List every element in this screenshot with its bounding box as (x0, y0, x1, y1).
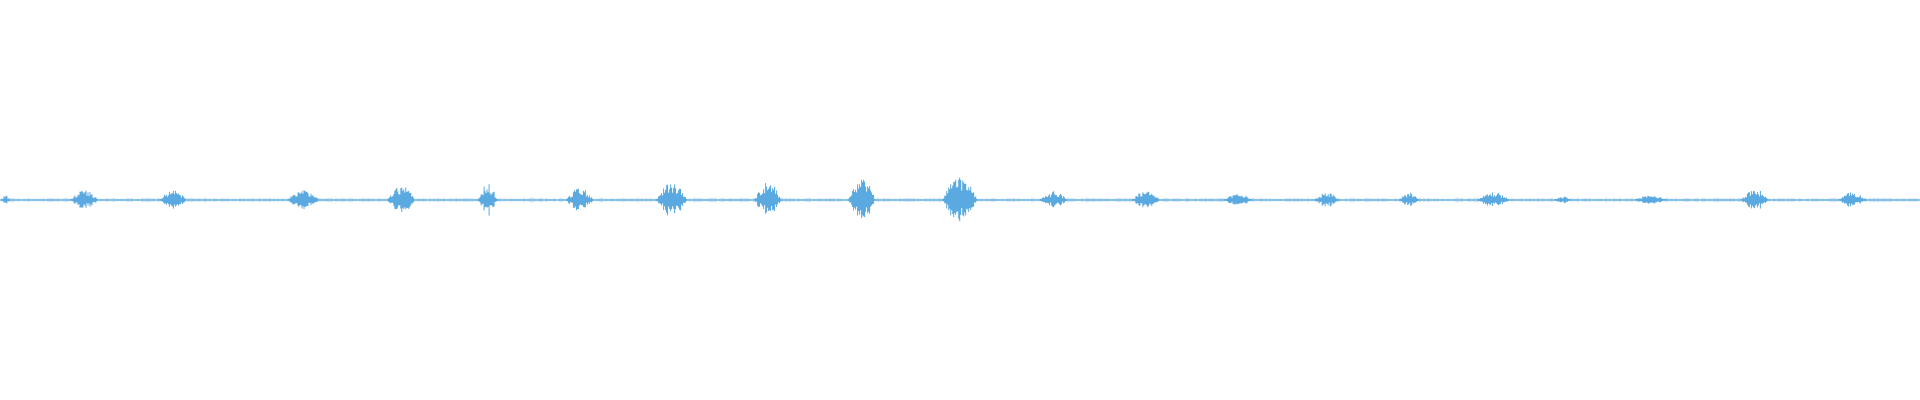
waveform-burst (1224, 194, 1252, 205)
waveform-burst (387, 187, 415, 212)
waveform-burst (656, 184, 688, 216)
waveform-burst (848, 179, 876, 219)
waveform-burst (754, 183, 782, 214)
waveform-burst (70, 190, 98, 208)
waveform-burst (1838, 192, 1866, 207)
waveform-burst (1314, 193, 1339, 207)
waveform-burst (1635, 195, 1667, 204)
waveform-burst (1554, 196, 1571, 204)
waveform-burst (1132, 191, 1160, 208)
waveform-burst (565, 188, 593, 211)
waveform-burst (1040, 191, 1068, 208)
waveform-burst (477, 184, 498, 216)
waveform-bursts (0, 177, 1919, 222)
waveform-burst (1477, 192, 1509, 206)
waveform-burst (287, 190, 319, 210)
waveform-burst (158, 190, 186, 209)
waveform-burst (1, 195, 10, 204)
waveform-burst (1399, 192, 1420, 206)
waveform-burst (1740, 190, 1768, 209)
waveform-burst (942, 177, 978, 222)
